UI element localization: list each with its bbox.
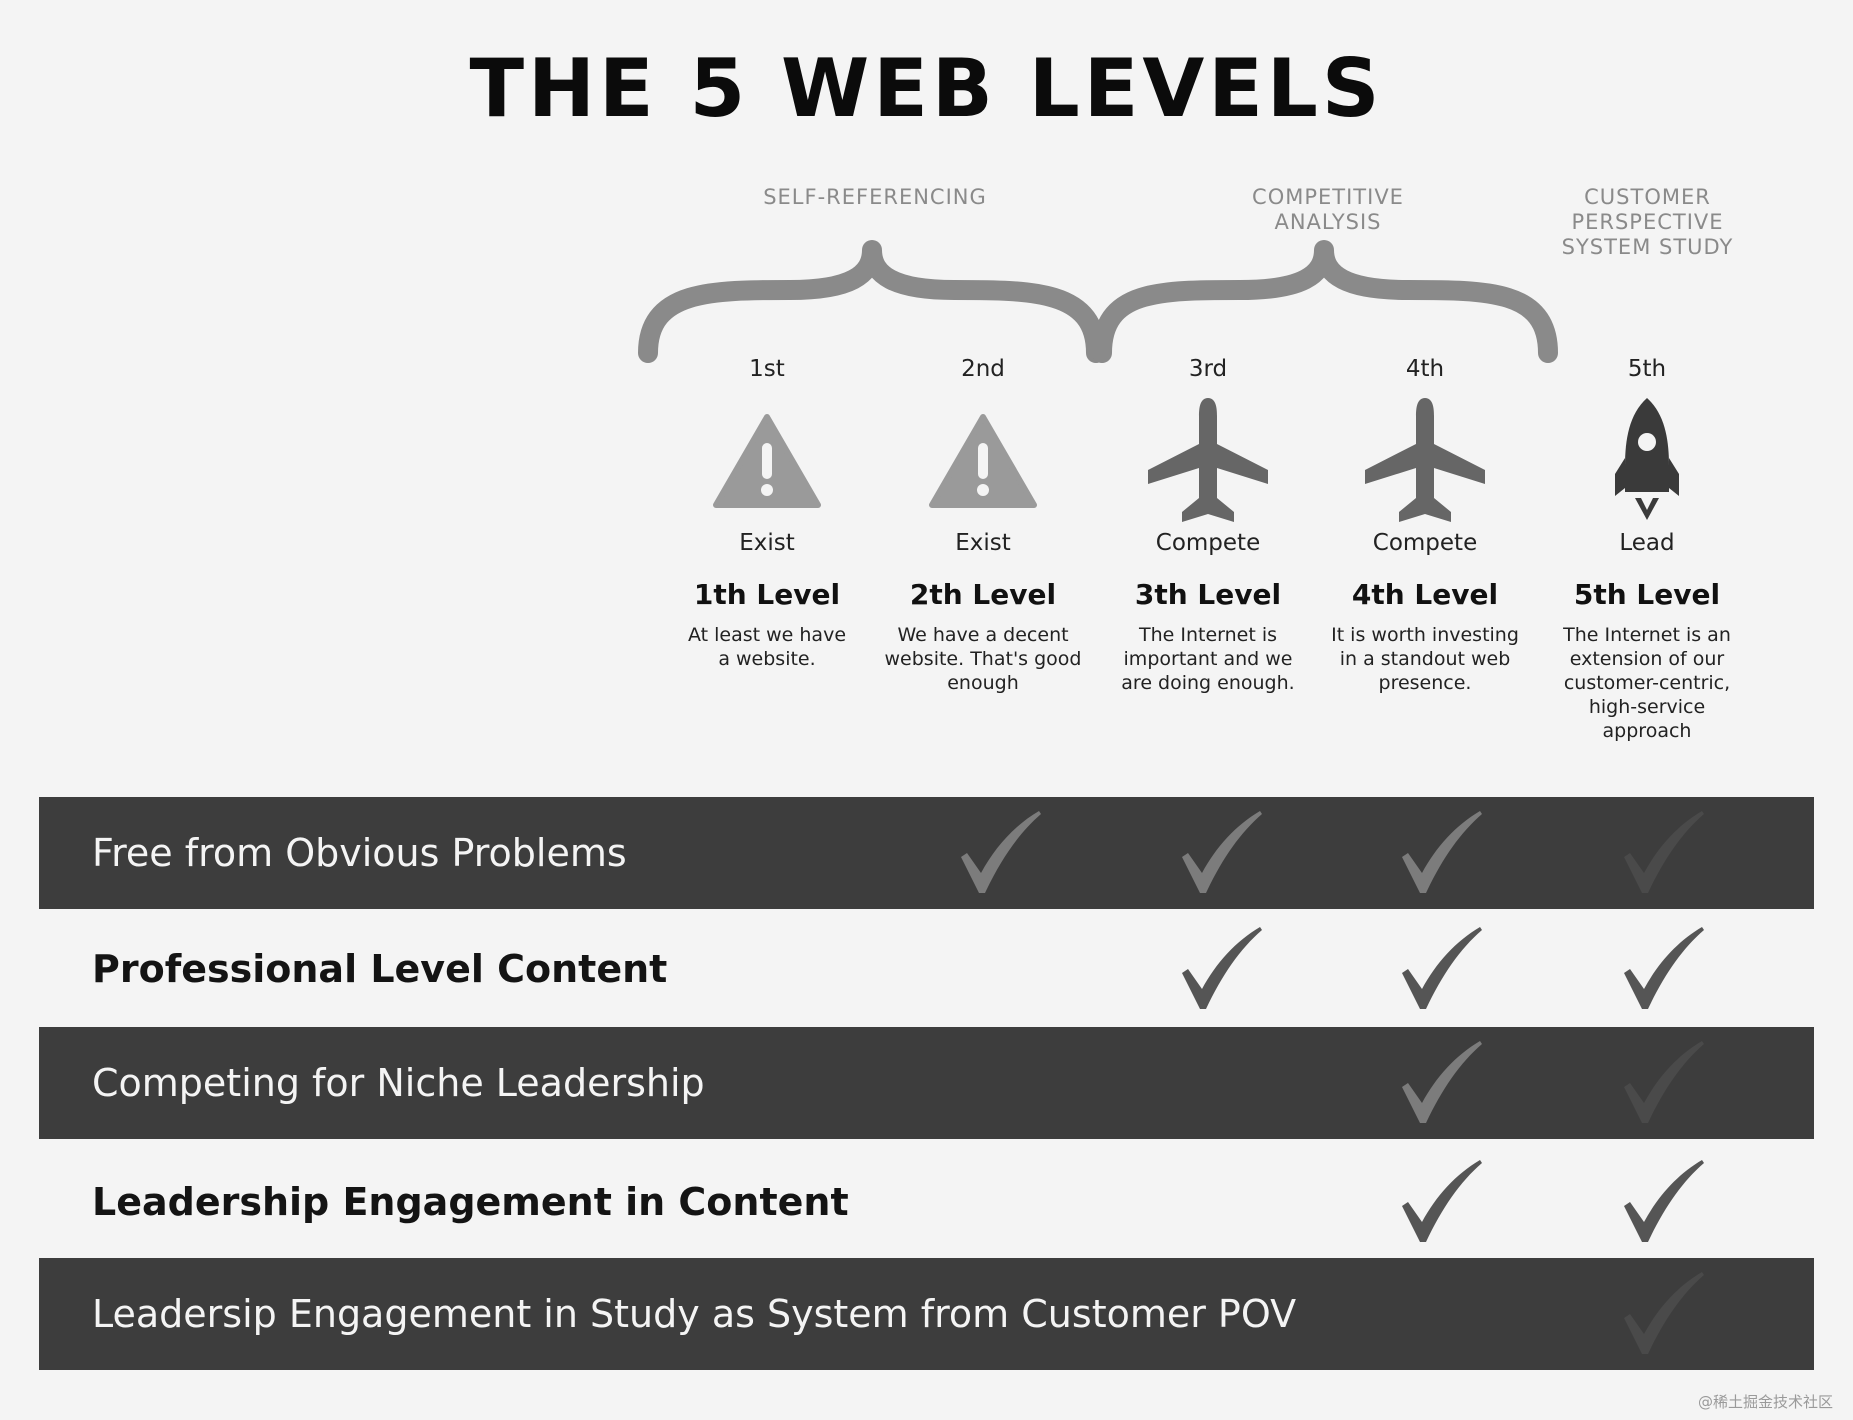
desc-line: approach [1602, 720, 1692, 742]
feature-row-leadership-engagement-in-study: Leadersip Engagement in Study as System … [39, 1258, 1814, 1370]
feature-row-professional-level-content: Professional Level Content [39, 913, 1814, 1025]
airplane-icon [1148, 398, 1268, 522]
check-icon [1402, 1160, 1482, 1242]
level-3-description: The Internet is important and we are doi… [1098, 623, 1318, 695]
desc-line: a website. [718, 648, 816, 670]
brace-competitive-analysis [1092, 240, 1558, 363]
feature-row-free-from-obvious-problems: Free from Obvious Problems [39, 797, 1814, 909]
watermark: @稀土掘金技术社区 [1697, 1393, 1833, 1411]
warning-icon [713, 414, 821, 508]
level-2-description: We have a decent website. That's good en… [873, 623, 1093, 695]
level-5-ordinal: 5th [1627, 356, 1667, 382]
desc-line: presence. [1378, 672, 1472, 694]
desc-line: enough [947, 672, 1019, 694]
level-5-title: 5th Level [1573, 578, 1721, 611]
category-line: ANALYSIS [1274, 210, 1382, 234]
desc-line: are doing enough. [1121, 672, 1295, 694]
level-2-ordinal: 2nd [961, 356, 1005, 382]
category-line: COMPETITIVE [1252, 185, 1404, 209]
level-1-ordinal: 1st [749, 356, 785, 382]
desc-line: high-service [1588, 696, 1706, 718]
brace-self-referencing [638, 240, 1106, 363]
feature-label: Leadersip Engagement in Study as System … [92, 1292, 1297, 1336]
desc-line: It is worth investing [1331, 624, 1519, 646]
category-line: SELF-REFERENCING [763, 185, 987, 209]
category-self-referencing: SELF-REFERENCING [715, 185, 1035, 210]
category-line: PERSPECTIVE [1571, 210, 1724, 234]
check-icon [1402, 811, 1482, 893]
check-icon [1624, 1272, 1704, 1354]
level-2-verb: Exist [955, 530, 1011, 556]
desc-line: We have a decent [897, 624, 1069, 646]
feature-label: Leadership Engagement in Content [92, 1180, 849, 1224]
check-icon [961, 811, 1041, 893]
level-4-ordinal: 4th [1405, 356, 1445, 382]
feature-label: Free from Obvious Problems [92, 831, 627, 875]
page-title: THE 5 WEB LEVELS [469, 42, 1384, 135]
level-3-ordinal: 3rd [1188, 356, 1228, 382]
feature-label: Professional Level Content [92, 947, 668, 991]
level-4-verb: Compete [1372, 530, 1478, 556]
level-5-verb: Lead [1619, 530, 1675, 556]
check-icon [1402, 1041, 1482, 1123]
rocket-icon [1615, 398, 1679, 520]
check-icon [1402, 927, 1482, 1009]
level-1-title: 1th Level [693, 578, 841, 611]
level-2-title: 2th Level [909, 578, 1057, 611]
check-icon [1624, 1160, 1704, 1242]
feature-row-competing-for-niche-leadership: Competing for Niche Leadership [39, 1027, 1814, 1139]
warning-icon [929, 414, 1037, 508]
category-customer-perspective: CUSTOMER PERSPECTIVE SYSTEM STUDY [1520, 185, 1775, 260]
level-3-title: 3th Level [1134, 578, 1282, 611]
level-4-title: 4th Level [1351, 578, 1499, 611]
level-1-verb: Exist [739, 530, 795, 556]
level-4-description: It is worth investing in a standout web … [1315, 623, 1535, 695]
desc-line: The Internet is an [1563, 624, 1731, 646]
desc-line: At least we have [687, 624, 847, 646]
level-5-description: The Internet is an extension of our cust… [1537, 623, 1757, 743]
level-1-description: At least we have a website. [657, 623, 877, 671]
check-icon [1182, 927, 1262, 1009]
desc-line: in a standout web [1339, 648, 1511, 670]
check-icon [1182, 811, 1262, 893]
feature-row-leadership-engagement-in-content: Leadership Engagement in Content [39, 1146, 1814, 1258]
check-icon [1624, 811, 1704, 893]
level-3-verb: Compete [1155, 530, 1261, 556]
desc-line: website. That's good [884, 648, 1082, 670]
desc-line: The Internet is [1138, 624, 1278, 646]
check-icon [1624, 1041, 1704, 1123]
category-line: SYSTEM STUDY [1561, 235, 1734, 259]
feature-label: Competing for Niche Leadership [92, 1061, 705, 1105]
category-line: CUSTOMER [1584, 185, 1711, 209]
desc-line: extension of our [1569, 648, 1725, 670]
category-braces [638, 240, 1558, 363]
category-competitive-analysis: COMPETITIVE ANALYSIS [1188, 185, 1468, 235]
check-icon [1624, 927, 1704, 1009]
desc-line: important and we [1123, 648, 1293, 670]
airplane-icon [1365, 398, 1485, 522]
desc-line: customer-centric, [1563, 672, 1731, 694]
